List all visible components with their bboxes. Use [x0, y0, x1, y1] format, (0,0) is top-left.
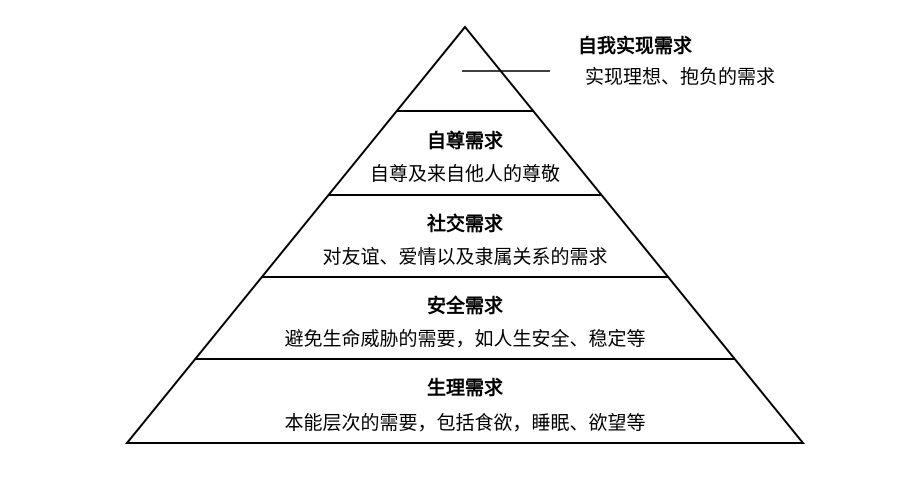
top-level-desc: 实现理想、抱负的需求 — [585, 66, 775, 88]
level-2-title: 社交需求 — [426, 212, 504, 235]
level-3-title: 安全需求 — [427, 294, 504, 317]
level-2-desc: 对友谊、爱情以及隶属关系的需求 — [322, 246, 607, 268]
level-1-title: 自尊需求 — [427, 129, 504, 152]
level-3-desc: 避免生命威胁的需要，如人生安全、稳定等 — [284, 328, 645, 350]
pyramid-outline — [124, 25, 806, 444]
level-1-desc: 自尊及来自他人的尊敬 — [370, 163, 560, 185]
level-4-desc: 本能层次的需要，包括食欲，睡眠、欲望等 — [284, 412, 645, 434]
top-level-title: 自我实现需求 — [578, 34, 693, 57]
level-4-title: 生理需求 — [427, 376, 504, 399]
